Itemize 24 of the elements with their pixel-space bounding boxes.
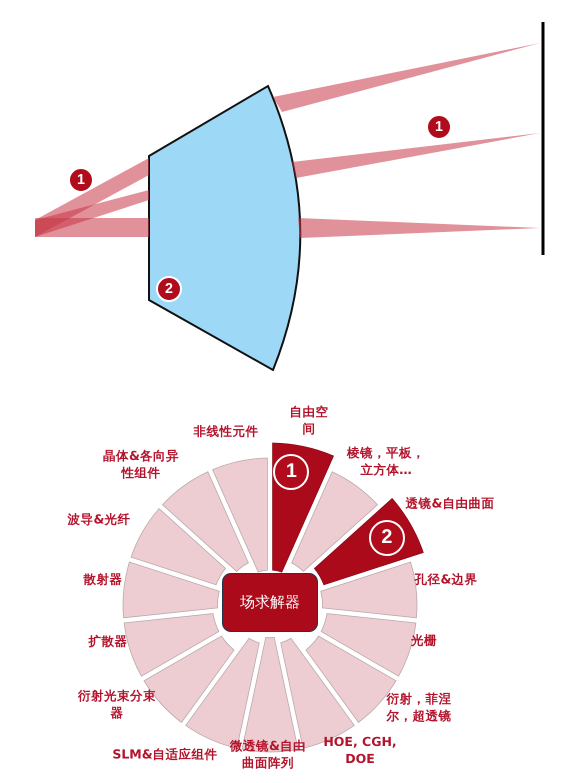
callout-number: 1 (426, 114, 452, 140)
wedge-label: 衍射，菲涅尔，超透镜 (385, 691, 452, 725)
wedge-label: 非线性元件 (192, 424, 260, 440)
callout-number: 1 (68, 167, 94, 193)
solver-box: 场求解器 (222, 573, 318, 632)
lens-shape (148, 85, 302, 371)
wedge-label: 自由空间 (288, 404, 330, 438)
wedge-label: 孔径&边界 (413, 572, 478, 588)
wedge-label: 波导&光纤 (66, 512, 132, 528)
wedge (144, 636, 234, 723)
wedge-label: HOE, CGH, DOE (322, 734, 398, 768)
wedge-label: 扩散器 (87, 634, 128, 650)
wedge (162, 471, 249, 572)
wedge (130, 508, 226, 586)
wedge-label: 散射器 (82, 572, 124, 588)
wedge-label: 光栅 (410, 632, 438, 650)
wedge (212, 458, 268, 573)
wedge-label: 透镜&自由曲面 (405, 496, 495, 512)
wedge-label: 衍射光束分束器 (76, 688, 157, 722)
wedge-label: SLM&自适应组件 (111, 746, 219, 764)
wedge-label: 晶体&各向异性组件 (102, 448, 180, 482)
wedge (122, 562, 220, 618)
wedge-label: 棱镜，平板，立方体… (346, 445, 426, 479)
wedge-label: 微透镜&自由曲面阵列 (228, 738, 307, 772)
